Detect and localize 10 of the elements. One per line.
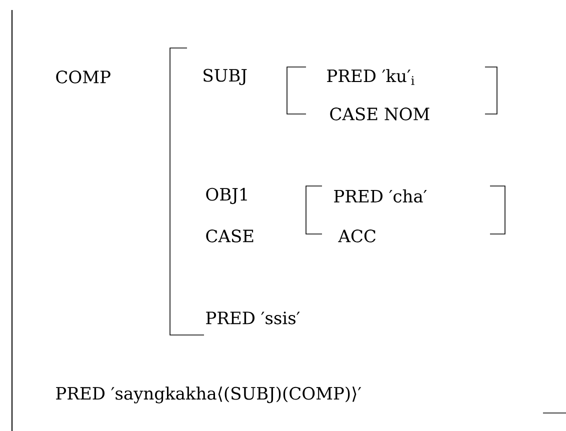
feature-label: COMP	[56, 70, 110, 84]
feature-label: OBJ1	[206, 188, 247, 204]
feature-label: PRED ′sayngkakha⟨(SUBJ)(COMP)⟩′	[56, 386, 362, 404]
feature-label: ACC	[338, 230, 376, 242]
feature-label: PRED ′ssis′	[206, 312, 300, 324]
feature-label: CASE	[206, 230, 254, 242]
feature-label: CASE NOM	[330, 108, 430, 120]
feature-label: SUBJ	[204, 68, 247, 86]
feature-label: PRED ′cha′	[334, 189, 427, 203]
feature-label: PRED ′ku′$_{i}$	[327, 69, 414, 85]
